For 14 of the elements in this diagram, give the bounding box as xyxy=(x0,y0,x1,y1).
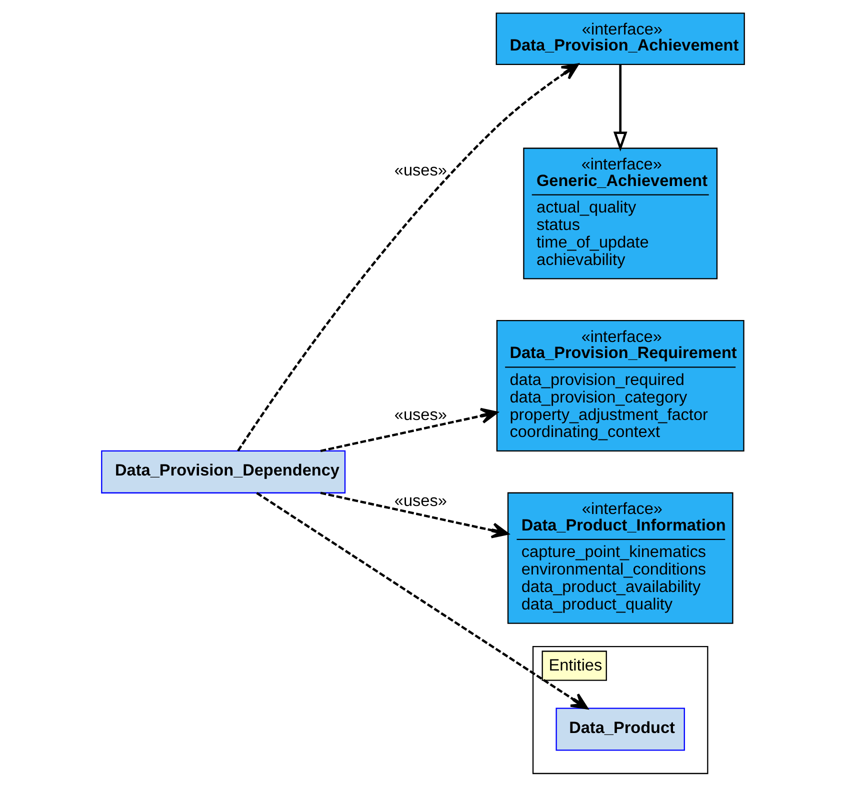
arrow xyxy=(237,63,579,452)
arrow xyxy=(320,492,509,538)
arrow xyxy=(320,408,498,452)
node-box: Data_Provision_Dependency xyxy=(101,450,346,494)
edge-label: «uses» xyxy=(394,161,447,180)
node-box: «interface» Data_Product_Information capture_point_kinematics environmental_conditions data_product_availability data_product_quality xyxy=(507,492,734,624)
node-box: «interface» Generic_Achievement actual_quality status time_of_update achievability xyxy=(523,148,718,280)
node-box: «interface» Data_Provision_Requirement data_provision_required data_provision_category property_adjustment_factor coordinating_context xyxy=(496,320,744,452)
edge-label: «uses» xyxy=(394,406,447,424)
node-box: Data_Product xyxy=(556,708,685,751)
node-box: «interface» Data_Provision_Achievement xyxy=(496,12,745,66)
edge-label: «uses» xyxy=(394,492,447,510)
arrow xyxy=(256,492,588,710)
arrow xyxy=(613,64,628,152)
